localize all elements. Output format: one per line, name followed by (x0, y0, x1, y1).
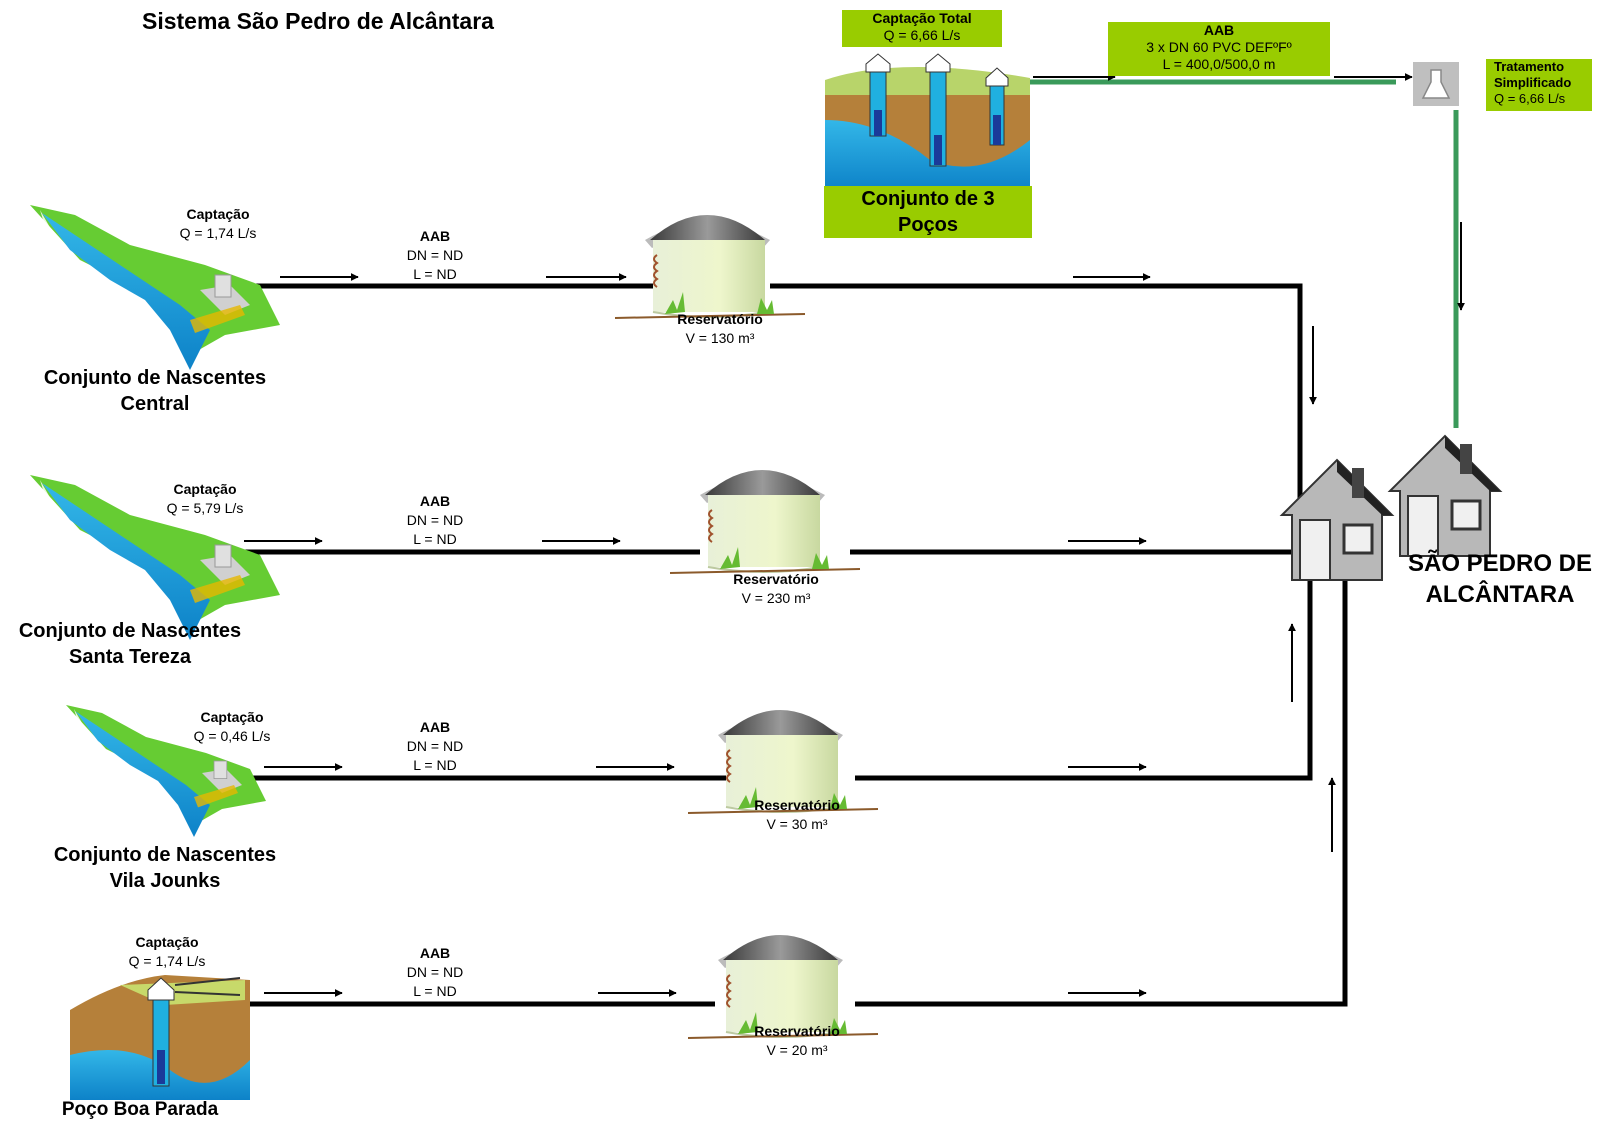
captacao-q: Q = 5,79 L/s (166, 500, 244, 516)
captacao-title: Captação (200, 709, 264, 725)
reservatorio-label-2: Reservatório V = 230 m³ (716, 570, 836, 608)
reservoir-1-icon (614, 214, 806, 319)
aab-title: AAB (419, 719, 451, 735)
captacao-q: Q = 1,74 L/s (179, 225, 257, 241)
treatment-flask-icon (1413, 62, 1459, 106)
reservatorio-title: Reservatório (677, 311, 763, 327)
tratamento-line2: Simplificado (1494, 75, 1572, 90)
aab-dn: DN = ND (406, 247, 464, 263)
city-line2: ALCÂNTARA (1425, 581, 1575, 608)
source-line1: Conjunto de Nascentes (18, 620, 242, 642)
aab-title: AAB (419, 493, 451, 509)
reservatorio-v: V = 230 m³ (741, 590, 811, 606)
source-label-1: Conjunto de Nascentes Central (30, 365, 280, 417)
tratamento-box: Tratamento Simplificado Q = 6,66 L/s (1486, 59, 1592, 111)
conjunto-pocos-line2: Poços (897, 214, 959, 236)
tratamento-line1: Tratamento (1494, 59, 1565, 74)
captacao-title: Captação (186, 206, 250, 222)
house-back-icon (1388, 434, 1502, 558)
captacao-label-1: Captação Q = 1,74 L/s (168, 205, 268, 243)
aab-label-4: AAB DN = ND L = ND (390, 944, 480, 1001)
aab-title: AAB (419, 228, 451, 244)
captacao-total-box: Captação Total Q = 6,66 L/s (842, 10, 1002, 47)
aab-l: L = ND (413, 266, 457, 282)
captacao-label-3: Captação Q = 0,46 L/s (182, 708, 282, 746)
conjunto-pocos-box: Conjunto de 3 Poços (824, 186, 1032, 238)
pipe-row-1 (220, 283, 1303, 560)
aab-l: L = ND (413, 757, 457, 773)
reservatorio-v: V = 130 m³ (685, 330, 755, 346)
reservatorio-label-1: Reservatório V = 130 m³ (660, 310, 780, 348)
diagram-title: Sistema São Pedro de Alcântara (142, 8, 494, 34)
source-line1: Conjunto de Nascentes (43, 367, 267, 389)
source-label-3: Conjunto de Nascentes Vila Jounks (40, 842, 290, 894)
captacao-label-2: Captação Q = 5,79 L/s (155, 480, 255, 518)
city-line1: SÃO PEDRO DE (1407, 550, 1593, 577)
aab-label-1: AAB DN = ND L = ND (390, 227, 480, 284)
source-label-2: Conjunto de Nascentes Santa Tereza (5, 618, 255, 670)
aab-dn: DN = ND (406, 738, 464, 754)
captacao-label-4: Captação Q = 1,74 L/s (117, 933, 217, 971)
captacao-title: Captação (173, 481, 237, 497)
aab-dn: DN = ND (406, 964, 464, 980)
aab-top-box: AAB 3 x DN 60 PVC DEFºFº L = 400,0/500,0… (1108, 22, 1330, 76)
captacao-title: Captação (135, 934, 199, 950)
reservatorio-label-4: Reservatório V = 20 m³ (737, 1022, 857, 1060)
aab-label-2: AAB DN = ND L = ND (390, 492, 480, 549)
source-line1: Conjunto de Nascentes (53, 844, 277, 866)
source-line2: Santa Tereza (69, 646, 191, 668)
captacao-q: Q = 0,46 L/s (193, 728, 271, 744)
wells-set-icon (825, 53, 1030, 190)
well-boa-parada-icon (70, 975, 250, 1100)
reservatorio-title: Reservatório (733, 571, 819, 587)
captacao-total-q: Q = 6,66 L/s (883, 27, 961, 43)
source-line2: Vila Jounks (109, 870, 221, 892)
tratamento-q: Q = 6,66 L/s (1494, 91, 1566, 106)
pipe-row-4 (245, 570, 1348, 1007)
reservatorio-title: Reservatório (754, 797, 840, 813)
captacao-total-title: Captação Total (872, 10, 972, 26)
aab-top-line1: 3 x DN 60 PVC DEFºFº (1146, 39, 1292, 55)
conjunto-pocos-line1: Conjunto de 3 (861, 188, 995, 210)
source-line2: Central (120, 393, 190, 415)
aab-l: L = ND (413, 983, 457, 999)
aab-label-3: AAB DN = ND L = ND (390, 718, 480, 775)
pipe-row-3 (210, 560, 1313, 781)
city-label: SÃO PEDRO DE ALCÂNTARA (1390, 548, 1610, 610)
source-label-4: Poço Boa Parada (30, 1098, 250, 1122)
reservatorio-v: V = 30 m³ (766, 816, 828, 832)
aab-l: L = ND (413, 531, 457, 547)
source-line1: Poço Boa Parada (61, 1099, 219, 1120)
aab-top-line2: L = 400,0/500,0 m (1162, 56, 1276, 72)
reservoir-2-icon (669, 469, 861, 574)
aab-title: AAB (419, 945, 451, 961)
aab-dn: DN = ND (406, 512, 464, 528)
captacao-q: Q = 1,74 L/s (128, 953, 206, 969)
reservatorio-label-3: Reservatório V = 30 m³ (737, 796, 857, 834)
reservatorio-v: V = 20 m³ (766, 1042, 828, 1058)
reservatorio-title: Reservatório (754, 1023, 840, 1039)
aab-top-title: AAB (1203, 22, 1235, 38)
